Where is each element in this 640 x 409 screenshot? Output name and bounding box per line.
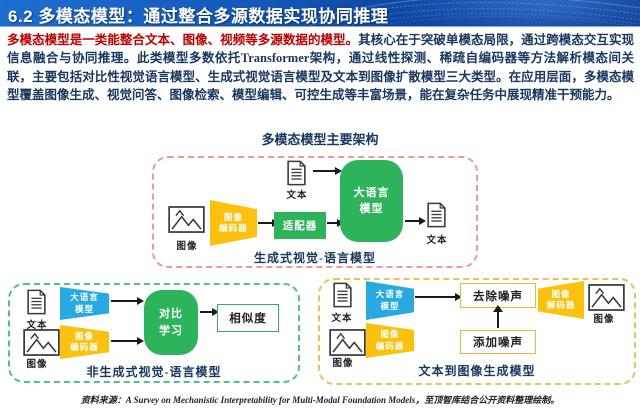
arrow-llm-to-learner	[111, 296, 144, 305]
image-icon	[23, 329, 60, 356]
contrastive-vlm-diagram: 文本 大语言 模型 图像 图像 编码器 对比 学习 相似度 非生成式视觉-语言模…	[8, 283, 300, 383]
text-input-label: 文本	[331, 314, 353, 324]
similarity-label: 相似度	[229, 313, 267, 325]
image-encoder-label-line2: 编码器	[70, 342, 99, 352]
text-input-label: 文本	[26, 321, 48, 331]
image-input-label: 图像	[332, 359, 354, 369]
image-icon	[168, 206, 205, 233]
image-decoder-label-line2: 解码器	[546, 300, 576, 310]
image-output-label: 图像	[593, 315, 615, 325]
document-icon	[425, 202, 448, 228]
arrow-learner-to-similarity	[200, 307, 219, 316]
text-input-label: 文本	[286, 191, 308, 201]
wave-decoration-icon	[310, 0, 640, 27]
adapter-label: 适配器	[282, 220, 318, 232]
adapter-box: 适配器	[274, 212, 326, 239]
contrastive-learning-box: 对比 学习	[144, 290, 198, 355]
intro-body-text: 其核心在于突破单模态局限，通过跨模态交互实现信息融合与协同推理。此类模型多数依托…	[7, 33, 634, 103]
similarity-box: 相似度	[217, 304, 279, 332]
image-encoder-trapezoid: 图像 编码器	[366, 323, 414, 358]
image-encoder-trapezoid: 图像 编码器	[60, 325, 109, 359]
arrow-encoder-to-adapter	[258, 218, 279, 227]
arrow-adapter-to-llm	[327, 218, 344, 227]
contrastive-caption: 非生成式视觉-语言模型	[86, 365, 222, 379]
llm-label-line2: 模型	[74, 303, 94, 314]
image-input-label: 图像	[26, 360, 48, 370]
image-decoder-label-line1: 图像	[551, 288, 571, 299]
image-decoder-trapezoid: 图像 解码器	[538, 281, 584, 319]
add-noise-label: 添加噪声	[473, 337, 523, 349]
generative-vlm-diagram: 图像 图像 编码器 适配器 文本 大语言 模型	[152, 156, 478, 268]
generative-caption: 生成式视觉-语言模型	[254, 251, 376, 265]
image-encoder-label-line2: 编码器	[219, 223, 248, 233]
contrastive-learning-label-line2: 学习	[159, 324, 183, 337]
llm-label-line1: 大语言	[70, 292, 99, 303]
title-bar: 6.2 多模态模型：通过整合多源数据实现协同推理	[0, 0, 640, 27]
image-icon	[588, 284, 625, 311]
image-encoder-label-line1: 图像	[380, 329, 400, 340]
image-encoder-label-line2: 编码器	[375, 340, 405, 351]
intro-paragraph: 多模态模型是一类能整合文本、图像、视频等多源数据的模型。其核心在于突破单模态局限…	[7, 31, 634, 105]
denoise-label: 去除噪声	[473, 290, 523, 303]
llm-label-line2: 模型	[380, 300, 400, 311]
llm-label-line1: 大语言	[353, 186, 390, 199]
image-encoder-trapezoid: 图像 编码器	[210, 200, 257, 246]
document-icon	[331, 282, 354, 308]
source-footnote: 资料来源：A Survey on Mechanistic Interpretab…	[80, 395, 560, 405]
llm-label-line1: 大语言	[375, 289, 405, 300]
document-icon	[285, 160, 308, 186]
contrastive-learning-label-line1: 对比	[159, 308, 183, 320]
llm-box: 大语言 模型	[340, 160, 403, 242]
document-icon	[25, 289, 48, 315]
arrow-text-to-llm	[313, 166, 342, 175]
arrow-encoder-to-learner	[111, 336, 144, 345]
arrow-llm-to-text-out	[405, 216, 426, 225]
image-encoder-label-line1: 图像	[223, 211, 243, 222]
llm-trapezoid: 大语言 模型	[366, 281, 414, 320]
llm-label-line2: 模型	[359, 203, 384, 215]
text-to-image-diagram: 文本 大语言 模型 图像 图像 编码器 去除噪声 添加噪声 图像 解码器	[318, 278, 636, 385]
arrow-addnoise-to-denoise	[493, 305, 503, 328]
page-title: 6.2 多模态模型：通过整合多源数据实现协同推理	[8, 7, 389, 26]
arrow-llm-to-denoise	[415, 292, 462, 301]
diagram-title: 多模态模型主要架构	[261, 132, 379, 147]
image-input-label: 图像	[176, 242, 198, 252]
intro-highlight-text: 多模态模型是一类能整合文本、图像、视频等多源数据的模型。	[7, 33, 359, 47]
image-encoder-label-line1: 图像	[74, 330, 94, 341]
diffusion-caption: 文本到图像生成模型	[418, 364, 536, 378]
image-icon	[329, 329, 366, 356]
add-noise-box: 添加噪声	[460, 330, 536, 354]
llm-trapezoid: 大语言 模型	[60, 287, 109, 320]
text-output-label: 文本	[426, 236, 448, 246]
